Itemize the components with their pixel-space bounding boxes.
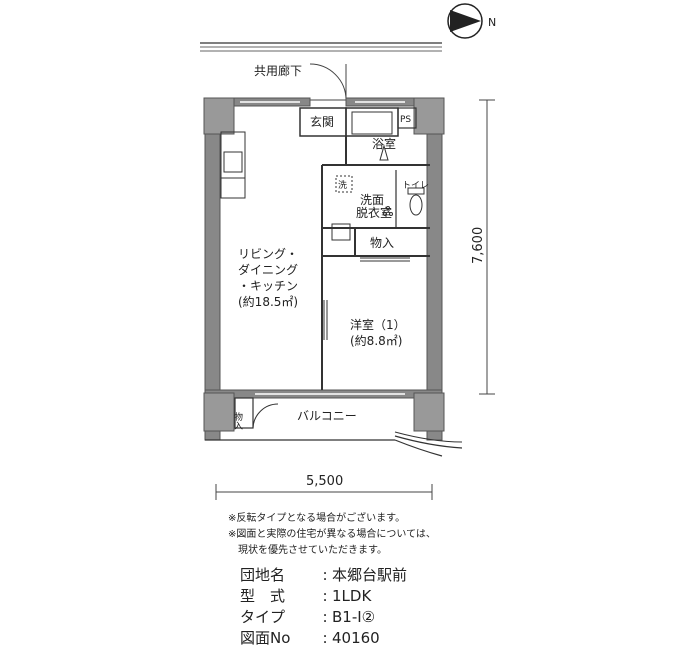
kitchen-counter xyxy=(220,131,246,199)
compass: N xyxy=(447,3,496,39)
note-line: ※反転タイプとなる場合がございます。 xyxy=(228,513,406,524)
compass-arrow-icon xyxy=(450,10,481,32)
info-label: 型 式 xyxy=(240,587,286,605)
compass-north-label: N xyxy=(488,16,496,29)
info-label: タイプ xyxy=(240,608,286,626)
note-line: 現状を優先させていただきます。 xyxy=(228,545,387,556)
wash-mark-label: 洗 xyxy=(338,179,347,191)
width-dimension xyxy=(215,484,433,500)
toilet-label: トイレ xyxy=(402,181,429,191)
info-value: 本郷台駅前 xyxy=(332,566,408,584)
ldk-label-line2: ダイニング xyxy=(238,262,298,277)
washroom-label-line1: 洗面 xyxy=(360,193,384,207)
info-separator: : xyxy=(322,587,328,605)
bath-label: 浴室 xyxy=(372,136,396,151)
ldk-label-line1: リビング・ xyxy=(238,247,298,261)
ldk-area-label: (約18.5㎡) xyxy=(238,294,298,309)
width-dimension-label: 5,500 xyxy=(306,474,343,489)
depth-dimension xyxy=(479,99,495,395)
sliding-doors xyxy=(323,257,410,340)
info-value: 40160 xyxy=(332,629,380,647)
info-separator: : xyxy=(322,566,328,584)
note-line: ※図面と実際の住宅が異なる場合については、 xyxy=(228,529,436,540)
balcony-area xyxy=(205,397,463,457)
depth-dimension-label: 7,600 xyxy=(471,227,486,264)
balcony-label: バルコニー xyxy=(297,409,357,423)
balcony-storage-label: 物入 xyxy=(232,411,243,430)
info-separator: : xyxy=(322,629,328,647)
info-row-model: 型 式:1LDK xyxy=(240,586,407,607)
corridor-label: 共用廊下 xyxy=(254,63,302,78)
info-label: 団地名 xyxy=(240,566,286,584)
bath-fixtures xyxy=(331,144,425,241)
ldk-label-line3: ・キッチン xyxy=(238,279,298,293)
info-value: 1LDK xyxy=(332,587,372,605)
info-row-drawing-no: 図面No:40160 xyxy=(240,628,407,649)
info-separator: : xyxy=(322,608,328,626)
corridor-lines xyxy=(200,42,442,52)
info-row-estate: 団地名:本郷台駅前 xyxy=(240,565,407,586)
info-label: 図面No xyxy=(240,629,291,647)
info-row-type: タイプ:B1-Ⅰ② xyxy=(240,607,407,628)
info-value: B1-Ⅰ② xyxy=(332,608,376,626)
notes: ※反転タイプとなる場合がございます。 ※図面と実際の住宅が異なる場合については、… xyxy=(228,511,436,559)
property-info: 団地名:本郷台駅前 型 式:1LDK タイプ:B1-Ⅰ② 図面No:40160 xyxy=(240,565,407,649)
washroom-label-line2: 脱衣室 xyxy=(356,205,392,220)
western-room-label: 洋室（1） xyxy=(350,317,406,332)
western-area-label: (約8.8㎡) xyxy=(350,333,402,348)
interior-walls xyxy=(299,107,430,390)
window-marks xyxy=(240,101,405,395)
storage-label: 物入 xyxy=(370,236,394,250)
entrance-door xyxy=(309,63,347,101)
entrance-label: 玄関 xyxy=(310,114,334,129)
ps-label: PS xyxy=(400,115,411,125)
